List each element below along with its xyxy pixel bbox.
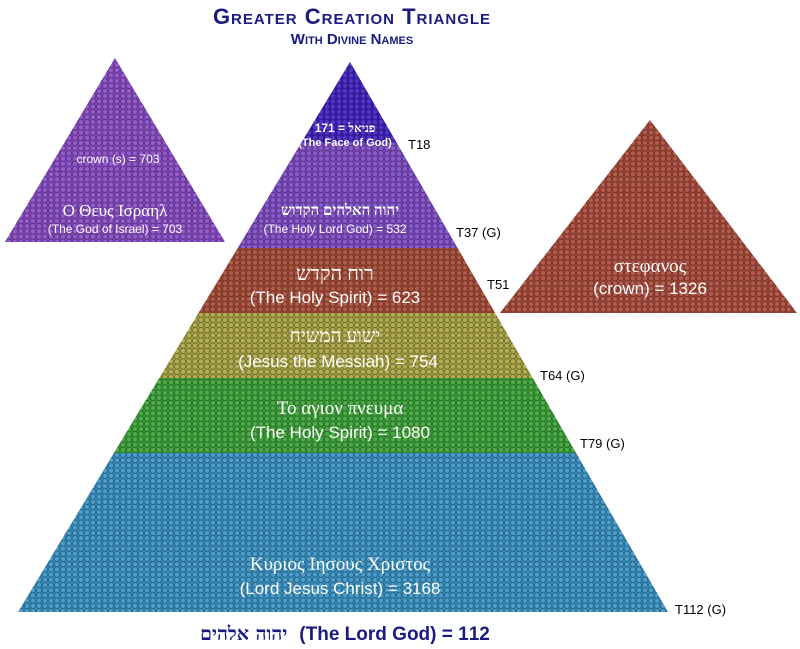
band-t64-hebrew: ישוע המשיח (290, 326, 381, 347)
band-t79-english: (The Holy Spirit) = 1080 (250, 423, 430, 442)
band-t37-english: (The Holy Lord God) = 532 (263, 222, 406, 236)
tag-t37: T37 (G) (456, 225, 501, 240)
left-english-name: (The God of Israel) = 703 (48, 222, 183, 236)
band-t18-english: (The Face of God) (298, 137, 392, 149)
left-greek-name: Ο Θευς Ισραηλ (63, 201, 168, 220)
right-greek-name: στεφανος (614, 256, 687, 277)
band-t112-greek: Κυριος Ιησους Χριστος (250, 554, 431, 575)
tag-t112: T112 (G) (675, 602, 726, 617)
tag-t18: T18 (408, 137, 430, 152)
tag-t64: T64 (G) (540, 368, 585, 383)
band-t79-greek: Το αγιον πνευμα (277, 398, 404, 419)
band-t51-hebrew: רוח הקדש (296, 263, 374, 285)
left-triangle: crown (s) = 703 Ο Θευς Ισραηλ (The God o… (5, 58, 225, 242)
band-t64-english: (Jesus the Messiah) = 754 (238, 352, 438, 371)
band-t112-english: (Lord Jesus Christ) = 3168 (240, 579, 441, 598)
band-t37-hebrew: יהוה האלהים הקדוש (281, 202, 399, 219)
right-triangle: στεφανος (crown) = 1326 (500, 120, 797, 313)
title: Greater Creation Triangle (213, 4, 491, 29)
right-english-name: (crown) = 1326 (593, 279, 707, 298)
subtitle: With Divine Names (291, 31, 413, 48)
tag-t51: T51 (487, 277, 509, 292)
tag-t79: T79 (G) (580, 436, 625, 451)
footer-divine-name: יהוה אלהים(The Lord God) = 112 (200, 623, 490, 645)
left-crown-label: crown (s) = 703 (76, 152, 159, 166)
band-t18-name: פניאל = 171 (315, 121, 376, 135)
band-t51-english: (The Holy Spirit) = 623 (250, 288, 421, 307)
